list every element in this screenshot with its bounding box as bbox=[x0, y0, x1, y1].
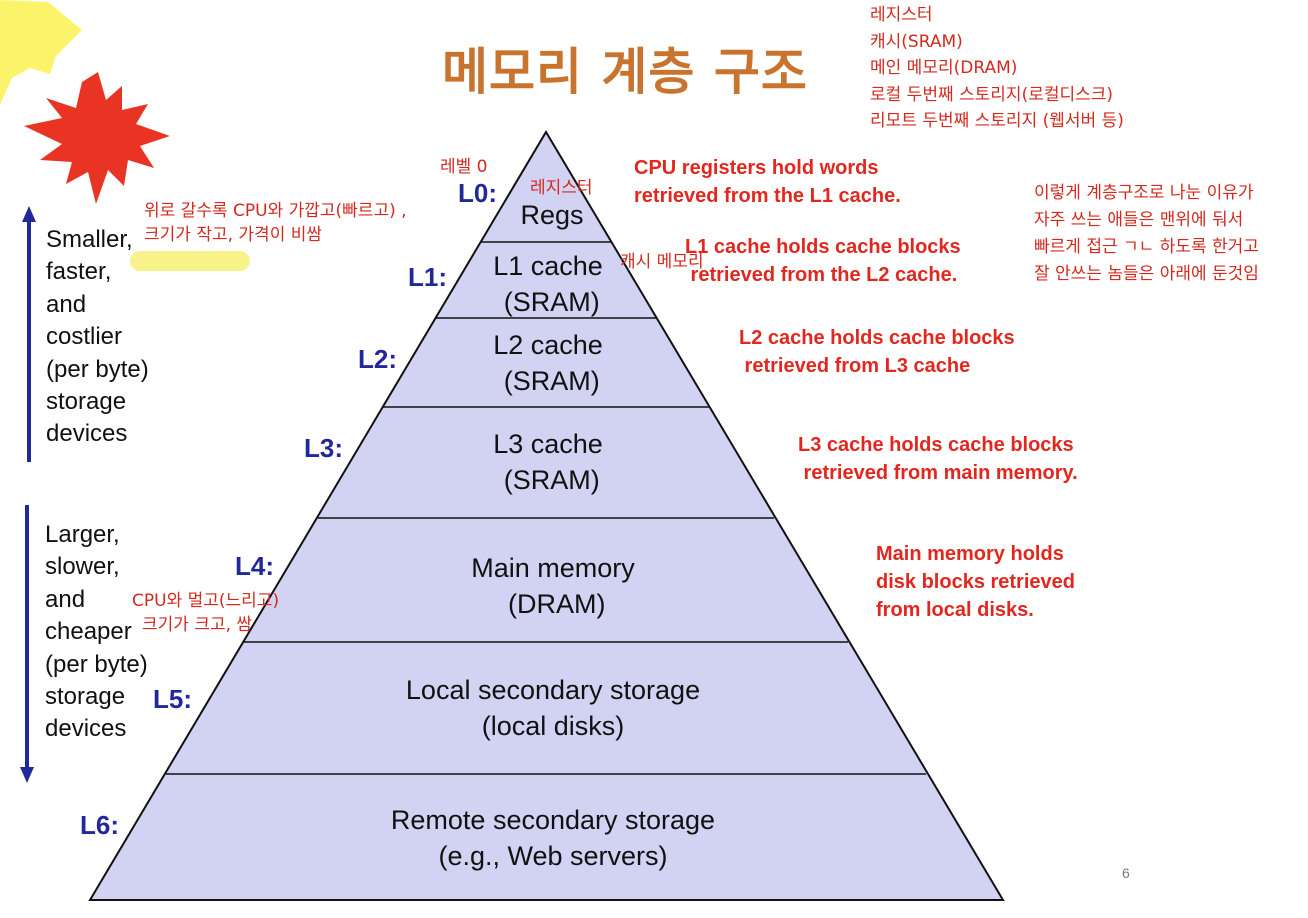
bottom-side-text: Larger, slower, and cheaper (per byte) s… bbox=[45, 521, 148, 743]
up-arrowhead-icon bbox=[22, 206, 36, 222]
annotation-level0: 레벨 0 bbox=[440, 157, 488, 177]
red-burst-icon bbox=[24, 72, 170, 204]
page-number: 6 bbox=[1122, 865, 1130, 881]
note-l2: L2 cache holds cache blocks retrieved fr… bbox=[739, 327, 1015, 377]
hierarchy-list-item: 로컬 두번째 스토리지(로컬디스크) bbox=[870, 84, 1114, 105]
annotation-line: CPU와 멀고(느리고) bbox=[132, 591, 280, 611]
annotation-line: 크기가 작고, 가격이 비쌈 bbox=[144, 225, 323, 245]
page-title: 메모리 계층 구조 bbox=[442, 43, 808, 101]
annotation-bottom-note: CPU와 멀고(느리고) 크기가 크고, 쌈 bbox=[132, 589, 279, 637]
annotation-line: 위로 갈수록 CPU와 가깝고(빠르고) , bbox=[144, 201, 407, 221]
level-label-l6: L6: bbox=[80, 810, 119, 840]
hierarchy-list: 레지스터 캐시(SRAM) 메인 메모리(DRAM) 로컬 두번째 스토리지(로… bbox=[870, 2, 1124, 135]
highlight-stroke bbox=[130, 251, 250, 271]
level-label-l3: L3: bbox=[304, 433, 343, 463]
level-label-l5: L5: bbox=[153, 684, 192, 714]
pyramid-body bbox=[88, 130, 1005, 901]
note-l4: Main memory holds disk blocks retrieved … bbox=[876, 543, 1075, 621]
yellow-star-icon bbox=[0, 0, 82, 105]
level-label-l1: L1: bbox=[408, 262, 447, 292]
note-l3: L3 cache holds cache blocks retrieved fr… bbox=[798, 434, 1078, 484]
tier-remote-storage: Remote secondary storage (e.g., Web serv… bbox=[390, 805, 716, 871]
hierarchy-list-item: 메인 메모리(DRAM) bbox=[870, 58, 1018, 78]
tier-l1-cache: L1 cache (SRAM) bbox=[493, 251, 603, 317]
tier-l3-cache: L3 cache (SRAM) bbox=[493, 429, 603, 495]
down-arrowhead-icon bbox=[20, 767, 34, 783]
note-l1: L1 cache holds cache blocks retrieved fr… bbox=[685, 236, 961, 286]
annotation-registers: 레지스터 bbox=[530, 178, 593, 198]
top-side-text: Smaller, faster, and costlier (per byte)… bbox=[46, 226, 149, 448]
note-l0: CPU registers hold words retrieved from … bbox=[634, 157, 901, 207]
level-label-l0: L0: bbox=[458, 178, 497, 208]
annotation-cache-memory: 캐시 메모리 bbox=[620, 252, 704, 272]
annotation-reason: 이렇게 계층구조로 나눈 이유가 자주 쓰는 애들은 맨위에 둬서 빠르게 접근… bbox=[1034, 180, 1259, 288]
tier-l2-cache: L2 cache (SRAM) bbox=[493, 330, 603, 396]
annotation-top-note: 위로 갈수록 CPU와 가깝고(빠르고) , 크기가 작고, 가격이 비쌈 bbox=[144, 199, 407, 247]
decoration bbox=[0, 0, 170, 204]
annotation-line: 빠르게 접근 ㄱㄴ 하도록 한거고 bbox=[1034, 237, 1259, 257]
tier-regs: Regs bbox=[520, 200, 584, 230]
annotation-line: 이렇게 계층구조로 나눈 이유가 bbox=[1034, 183, 1254, 203]
tier-local-storage: Local secondary storage (local disks) bbox=[405, 675, 701, 741]
hierarchy-list-item: 캐시(SRAM) bbox=[870, 31, 963, 52]
annotation-line: 크기가 크고, 쌈 bbox=[142, 615, 253, 635]
annotation-line: 잘 안쓰는 놈들은 아래에 둔것임 bbox=[1034, 264, 1259, 284]
level-label-l2: L2: bbox=[358, 344, 397, 374]
annotation-line: 자주 쓰는 애들은 맨위에 둬서 bbox=[1034, 210, 1244, 230]
level-label-l4: L4: bbox=[235, 551, 274, 581]
hierarchy-list-item: 레지스터 bbox=[870, 5, 933, 25]
tier-main-memory: Main memory (DRAM) bbox=[471, 553, 635, 619]
hierarchy-list-item: 리모트 두번째 스토리지 (웹서버 등) bbox=[870, 111, 1124, 131]
